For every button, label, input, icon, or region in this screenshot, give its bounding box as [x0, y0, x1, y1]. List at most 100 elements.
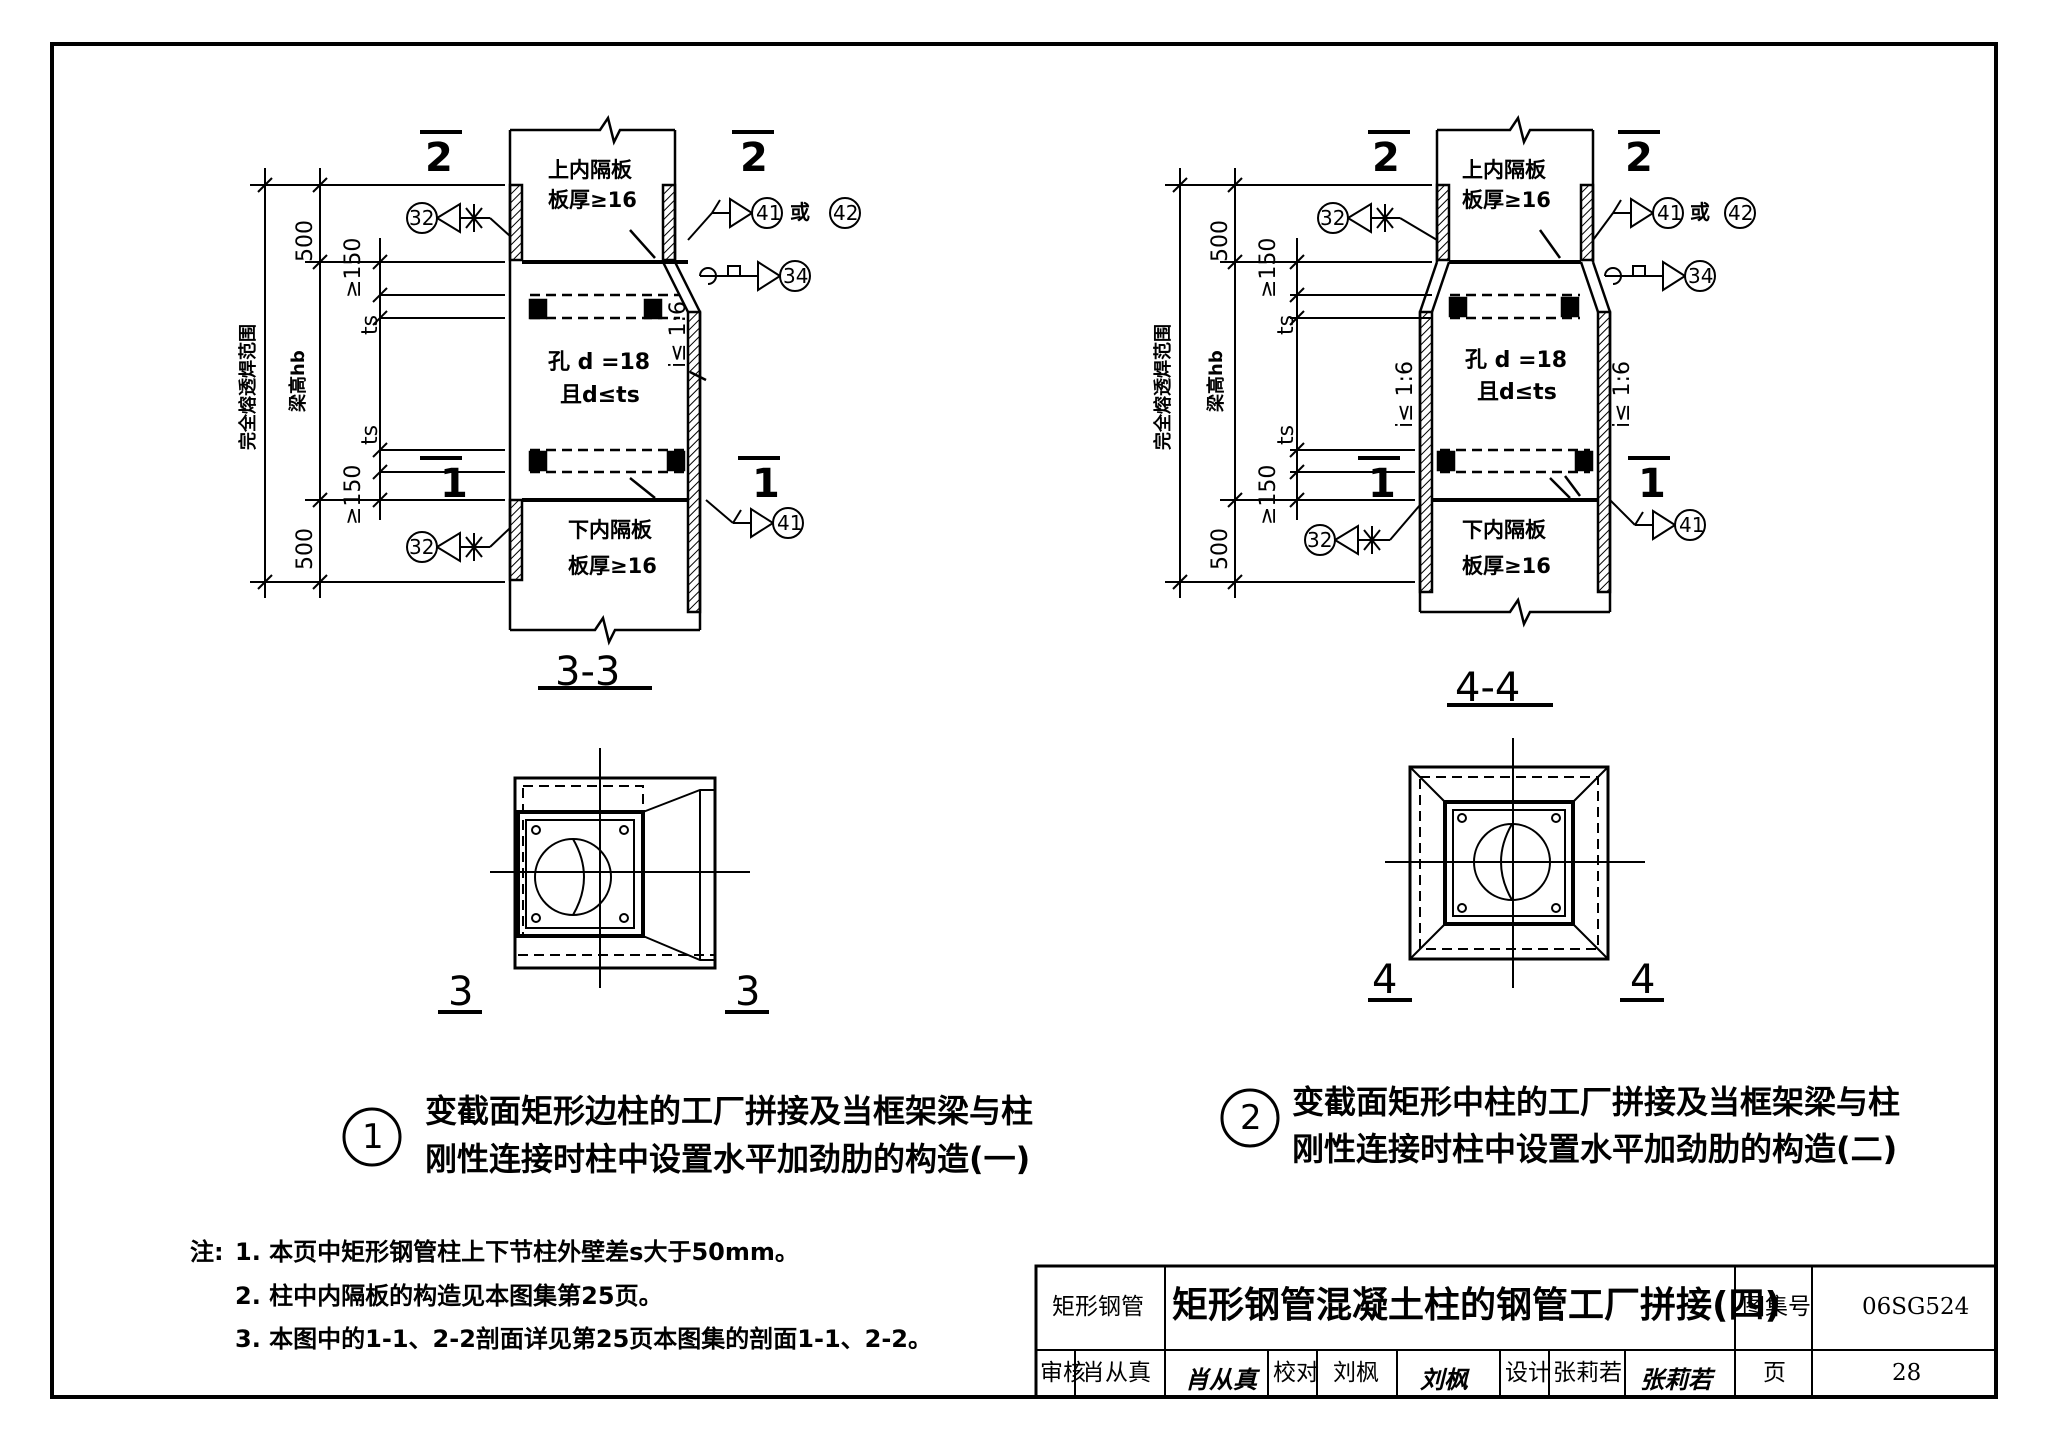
dim-150-top: ≥150: [341, 237, 366, 298]
title-block-designer: 张莉若: [1553, 1360, 1622, 1386]
weld-32-top-number: 32: [1320, 206, 1346, 230]
detail-1-weld-symbols: [406, 197, 861, 563]
note-3: 3. 本图中的1-1、2-2剖面详见第25页本图集的剖面1-1、2-2。: [235, 1325, 933, 1353]
lower-thickness-label: 板厚≥16: [1462, 554, 1551, 578]
weld-range-label: 完全熔透焊范围: [238, 324, 259, 450]
cut-label-1-right: 1: [1638, 461, 1666, 507]
weld-range-label: 完全熔透焊范围: [1153, 324, 1174, 450]
notes-prefix: 注:: [190, 1238, 224, 1266]
weld-32-bottom-number: 32: [1307, 528, 1333, 552]
plan-cut-3-right: 3: [735, 969, 761, 1015]
weld-41-top-number: 41: [1657, 201, 1683, 225]
lower-diaphragm-label: 下内隔板: [1462, 518, 1546, 542]
cut-label-1-right: 1: [752, 461, 780, 507]
title-block-atlas-number: 06SG524: [1862, 1294, 1970, 1320]
dim-500-bottom: 500: [1208, 528, 1233, 570]
cut-label-2-right: 2: [740, 135, 768, 181]
detail-1-plan-view: [438, 686, 769, 1014]
cut-label-2-left: 2: [1372, 135, 1400, 181]
detail-1-caption-line2: 刚性连接时柱中设置水平加劲肋的构造(一): [425, 1140, 1031, 1178]
weld-41-bottom-number: 41: [1679, 513, 1705, 537]
plan-cut-4-right: 4: [1630, 957, 1656, 1003]
detail-2-dimensions: [1165, 168, 1432, 598]
detail-1-number-circle: [342, 1107, 402, 1167]
section-label-4-4: 4-4: [1455, 665, 1521, 711]
title-block-page-number: 28: [1892, 1360, 1922, 1386]
dim-500-bottom: 500: [293, 528, 318, 570]
dim-ts-bottom: ts: [1274, 424, 1299, 445]
hole-label-2: 且d≤ts: [1477, 380, 1557, 405]
title-block-title: 矩形钢管混凝土柱的钢管工厂拼接(四): [1172, 1285, 1781, 1326]
upper-thickness-label: 板厚≥16: [1462, 188, 1551, 212]
slope-label-left: i≤ 1:6: [1393, 361, 1418, 428]
dim-150-top: ≥150: [1256, 237, 1281, 298]
upper-diaphragm-label: 上内隔板: [1462, 158, 1546, 182]
dim-150-bottom: ≥150: [1256, 464, 1281, 525]
detail-2-number-circle: [1220, 1088, 1280, 1148]
weld-42-number: 42: [1728, 201, 1754, 225]
cut-label-1-left: 1: [440, 461, 468, 507]
title-block-atlas-label: 图集号: [1742, 1294, 1811, 1320]
cut-label-2-right: 2: [1625, 135, 1653, 181]
detail-1-caption-line1: 变截面矩形边柱的工厂拼接及当框架梁与柱: [425, 1092, 1034, 1130]
detail-2-cut-markers: [1358, 130, 1670, 460]
dim-ts-top: ts: [358, 314, 383, 335]
cut-label-2-left: 2: [425, 135, 453, 181]
title-block-review-label: 审核: [1040, 1360, 1086, 1386]
weld-or-label: 或: [1690, 200, 1710, 224]
weld-34-number: 34: [783, 264, 809, 288]
cut-label-1-left: 1: [1368, 461, 1396, 507]
plan-cut-3-left: 3: [448, 969, 474, 1015]
note-2: 2. 柱中内隔板的构造见本图集第25页。: [235, 1282, 663, 1310]
hole-label-2: 且d≤ts: [560, 383, 640, 408]
lower-diaphragm-label: 下内隔板: [568, 518, 652, 542]
note-1: 1. 本页中矩形钢管柱上下节柱外壁差s大于50mm。: [235, 1238, 799, 1266]
dim-ts-top: ts: [1274, 314, 1299, 335]
beam-height-label: 梁高hb: [1206, 350, 1227, 412]
slope-label: i≤ 1:6: [666, 301, 691, 368]
detail-2-weld-symbols: [1304, 197, 1756, 556]
upper-diaphragm-label: 上内隔板: [548, 158, 632, 182]
detail-1-section: [508, 114, 707, 646]
hole-label-1: 孔 d =18: [548, 350, 651, 375]
reviewer-signature: 肖从真: [1185, 1365, 1257, 1394]
weld-32-top-number: 32: [409, 206, 435, 230]
detail-2-caption-line2: 刚性连接时柱中设置水平加劲肋的构造(二): [1292, 1130, 1898, 1168]
weld-ref-42: [1724, 197, 1756, 229]
dim-150-bottom: ≥150: [341, 464, 366, 525]
section-label-3-3: 3-3: [555, 649, 621, 695]
beam-height-label: 梁高hb: [288, 350, 309, 412]
detail-2-number: 2: [1240, 1098, 1262, 1138]
detail-2-plan-view: [1368, 703, 1664, 1002]
lower-thickness-label: 板厚≥16: [568, 554, 657, 578]
title-block-reviewer: 肖从真: [1082, 1360, 1151, 1386]
designer-signature: 张莉若: [1640, 1365, 1712, 1394]
dim-500-top: 500: [293, 220, 318, 262]
detail-1-cut-markers: [420, 130, 780, 460]
title-block-category: 矩形钢管: [1052, 1294, 1144, 1320]
weld-42-number: 42: [833, 201, 859, 225]
weld-41-bottom-number: 41: [777, 511, 803, 535]
detail-1-number: 1: [362, 1117, 384, 1157]
dim-ts-bottom: ts: [358, 424, 383, 445]
dim-500-top: 500: [1208, 220, 1233, 262]
checker-signature: 刘枫: [1420, 1365, 1468, 1394]
upper-thickness-label: 板厚≥16: [548, 188, 637, 212]
weld-41-top-number: 41: [756, 201, 782, 225]
title-block-checker: 刘枫: [1333, 1360, 1379, 1386]
weld-ref-42: [829, 197, 861, 229]
detail-1-dimensions: [250, 168, 505, 598]
title-block-design-label: 设计: [1505, 1360, 1551, 1386]
weld-32-bottom-number: 32: [409, 535, 435, 559]
sheet-border: [50, 42, 1998, 1399]
title-block: [1034, 1264, 1998, 1399]
detail-2-caption-line1: 变截面矩形中柱的工厂拼接及当框架梁与柱: [1292, 1083, 1901, 1121]
weld-or-label: 或: [790, 200, 810, 224]
weld-34-number: 34: [1688, 264, 1714, 288]
title-block-page-label: 页: [1763, 1360, 1786, 1386]
title-block-check-label: 校对: [1273, 1360, 1319, 1386]
hole-label-1: 孔 d =18: [1465, 348, 1568, 373]
plan-cut-4-left: 4: [1372, 957, 1398, 1003]
slope-label-right: i≤ 1:6: [1610, 361, 1635, 428]
